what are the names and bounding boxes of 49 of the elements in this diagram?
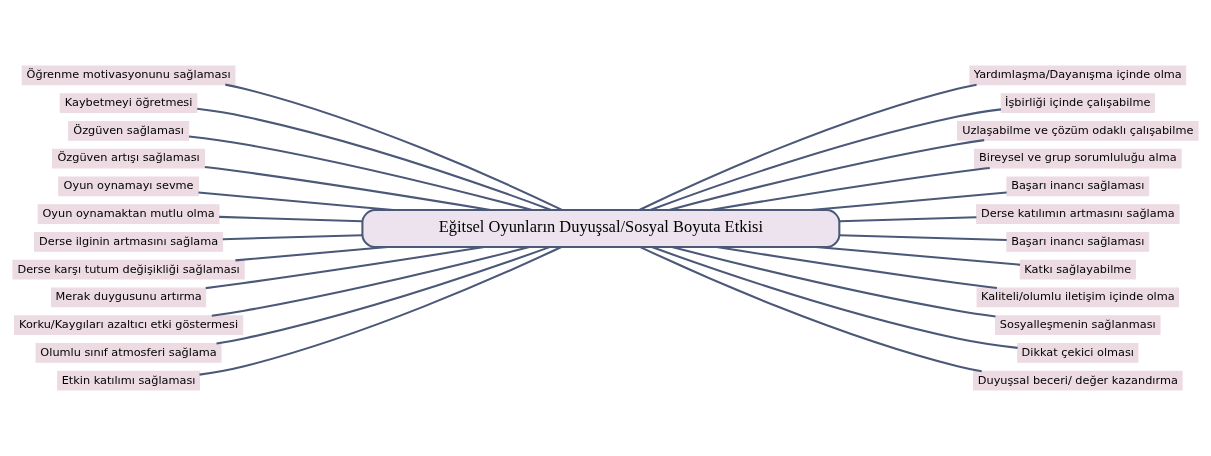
node-box: Katkı sağlayabilme — [1019, 259, 1136, 280]
node-box: Oyun oynamaktan mutlu olma — [37, 204, 220, 224]
node-box: Etkin katılımı sağlaması — [57, 370, 200, 391]
connector — [639, 83, 977, 211]
connector — [651, 246, 1018, 349]
connector — [219, 215, 362, 223]
node-box: Bireysel ve grup sorumluluğu alma — [974, 148, 1182, 169]
node-box: Kaliteli/olumlu iletişim içinde olma — [976, 287, 1180, 308]
node-box: Olumlu sınıf atmosferi sağlama — [35, 343, 222, 363]
node-box: Eğitsel Oyunların Duyuşsal/Sosyal Boyuta Etkisi — [361, 209, 841, 249]
connector — [211, 246, 530, 317]
node-box: Özgüven artışı sağlaması — [52, 148, 206, 169]
connector — [649, 108, 1002, 211]
connector — [235, 246, 389, 262]
node-box: Başarı inancı sağlaması — [1006, 176, 1150, 197]
connector — [810, 191, 1007, 212]
connector — [204, 165, 491, 211]
node-box: Merak duygusunu artırma — [50, 287, 207, 308]
connector — [671, 246, 996, 318]
node-box: Özgüven sağlaması — [67, 121, 190, 141]
connector — [669, 139, 985, 211]
node-box: Kaybetmeyi öğretmesi — [59, 93, 198, 113]
node-box: Uzlaşabilme ve çözüm odaklı çalışabilme — [957, 121, 1199, 141]
node-box: Korku/Kaygıları azaltıcı etki göstermesi — [13, 315, 244, 335]
connector — [199, 246, 562, 376]
node-box: Sosyalleşmenin sağlanması — [995, 315, 1161, 335]
connector — [198, 191, 394, 212]
connector — [225, 83, 563, 211]
connector — [639, 246, 982, 373]
node-box: Yardımlaşma/Dayanışma içinde olma — [969, 65, 1187, 86]
connector — [710, 166, 990, 211]
connector — [222, 234, 363, 241]
connector — [839, 234, 1007, 241]
node-box: Dikkat çekici olması — [1017, 343, 1139, 363]
connector — [216, 246, 550, 345]
connector — [188, 135, 533, 211]
node-box: Duyuşsal beceri/ değer kazandırma — [972, 370, 1183, 391]
node-box: Başarı inancı sağlaması — [1006, 232, 1150, 252]
node-box: Derse karşı tutum değişikliği sağlaması — [12, 259, 245, 280]
node-box: Öğrenme motivasyonunu sağlaması — [21, 65, 236, 86]
node-box: Derse ilginin artmasını sağlama — [34, 232, 224, 252]
connector — [815, 246, 1021, 266]
connector — [716, 246, 997, 290]
node-box: İşbirliği içinde çalışabilme — [1000, 93, 1155, 113]
connector — [205, 246, 485, 290]
connector — [839, 216, 977, 223]
connector — [197, 107, 552, 211]
node-box: Oyun oynamayı sevme — [58, 176, 199, 197]
node-box: Derse katılımın artmasını sağlama — [976, 204, 1180, 224]
